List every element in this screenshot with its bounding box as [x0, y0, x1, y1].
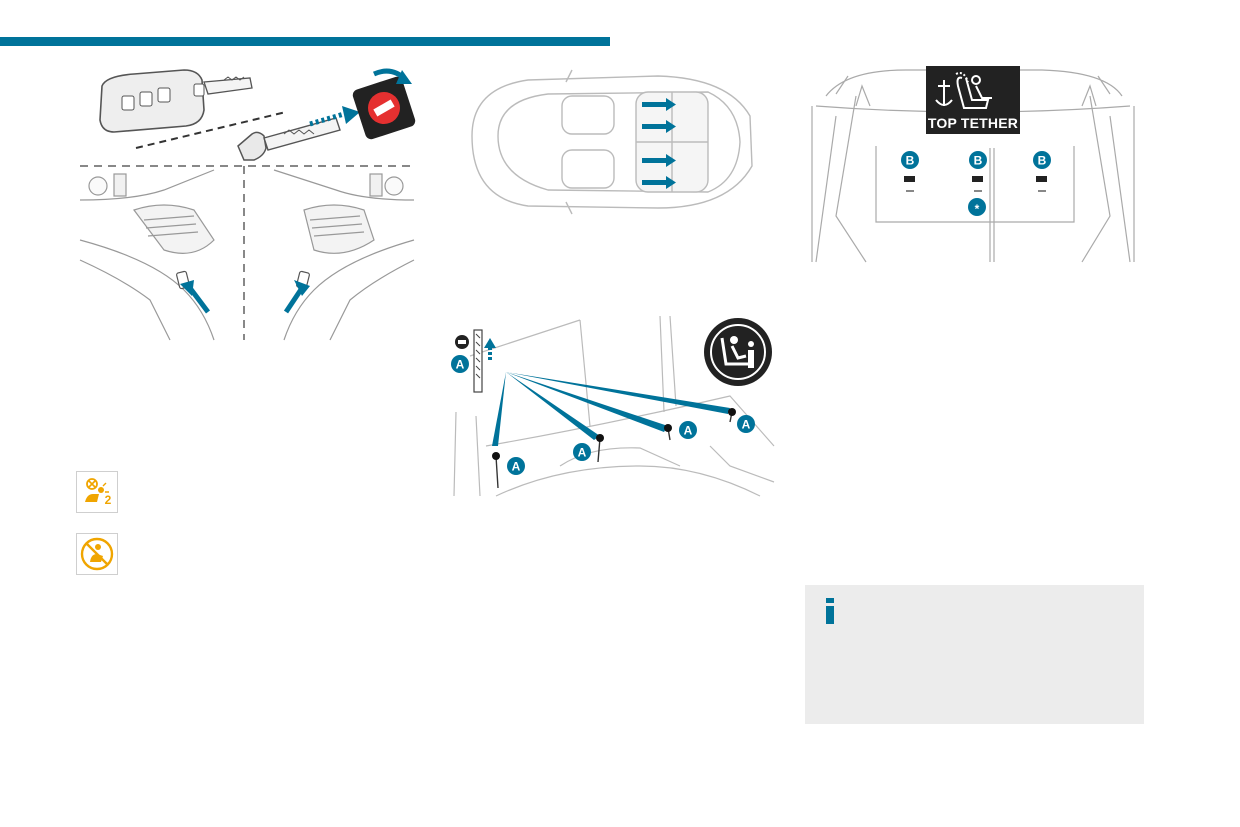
anchor-b-badge: B: [1033, 151, 1051, 169]
airbag-seat-number: 2: [105, 493, 112, 507]
child-seat-icon: [955, 72, 992, 109]
svg-text:A: A: [456, 358, 465, 372]
svg-text:A: A: [742, 418, 751, 432]
anchor-a-badge: A: [451, 355, 469, 373]
seat-belt-strap: [473, 329, 483, 393]
anchor-a-badge: A: [573, 443, 591, 461]
asterisk-badge: *: [968, 198, 986, 216]
anchor-b-badge: B: [969, 151, 987, 169]
key-airbag-switch-figure: [74, 60, 419, 342]
anchor-b-badge: B: [901, 151, 919, 169]
svg-text:B: B: [906, 154, 915, 168]
info-box: [805, 585, 1144, 724]
seat-arrow-icon: [642, 98, 676, 189]
header-accent-bar: [0, 37, 610, 46]
key-fob-icon: [99, 69, 253, 133]
svg-text:*: *: [975, 202, 980, 216]
top-tether-label: TOP TETHER: [928, 115, 1018, 131]
svg-text:A: A: [578, 446, 587, 460]
svg-text:A: A: [512, 460, 521, 474]
svg-text:B: B: [974, 154, 983, 168]
svg-text:B: B: [1038, 154, 1047, 168]
passenger-airbag-off-icon: 2: [76, 471, 118, 513]
airbag-switch-icon: [352, 68, 416, 140]
svg-text:A: A: [684, 424, 693, 438]
isofix-child-seat-icon: [704, 318, 772, 386]
anchor-a-badge: A: [679, 421, 697, 439]
anchor-icon: [935, 80, 953, 106]
top-tether-figure: TOP TETHER B B B *: [806, 66, 1140, 264]
key-blade-icon: [237, 117, 341, 161]
anchor-a-badge: A: [737, 415, 755, 433]
isofix-anchors-figure: A A A A A: [440, 316, 776, 498]
info-icon: [826, 598, 834, 624]
airbag-deactivated-icon: [76, 533, 118, 575]
anchor-a-badge: A: [507, 457, 525, 475]
rear-seat-plan-figure: [458, 66, 758, 218]
